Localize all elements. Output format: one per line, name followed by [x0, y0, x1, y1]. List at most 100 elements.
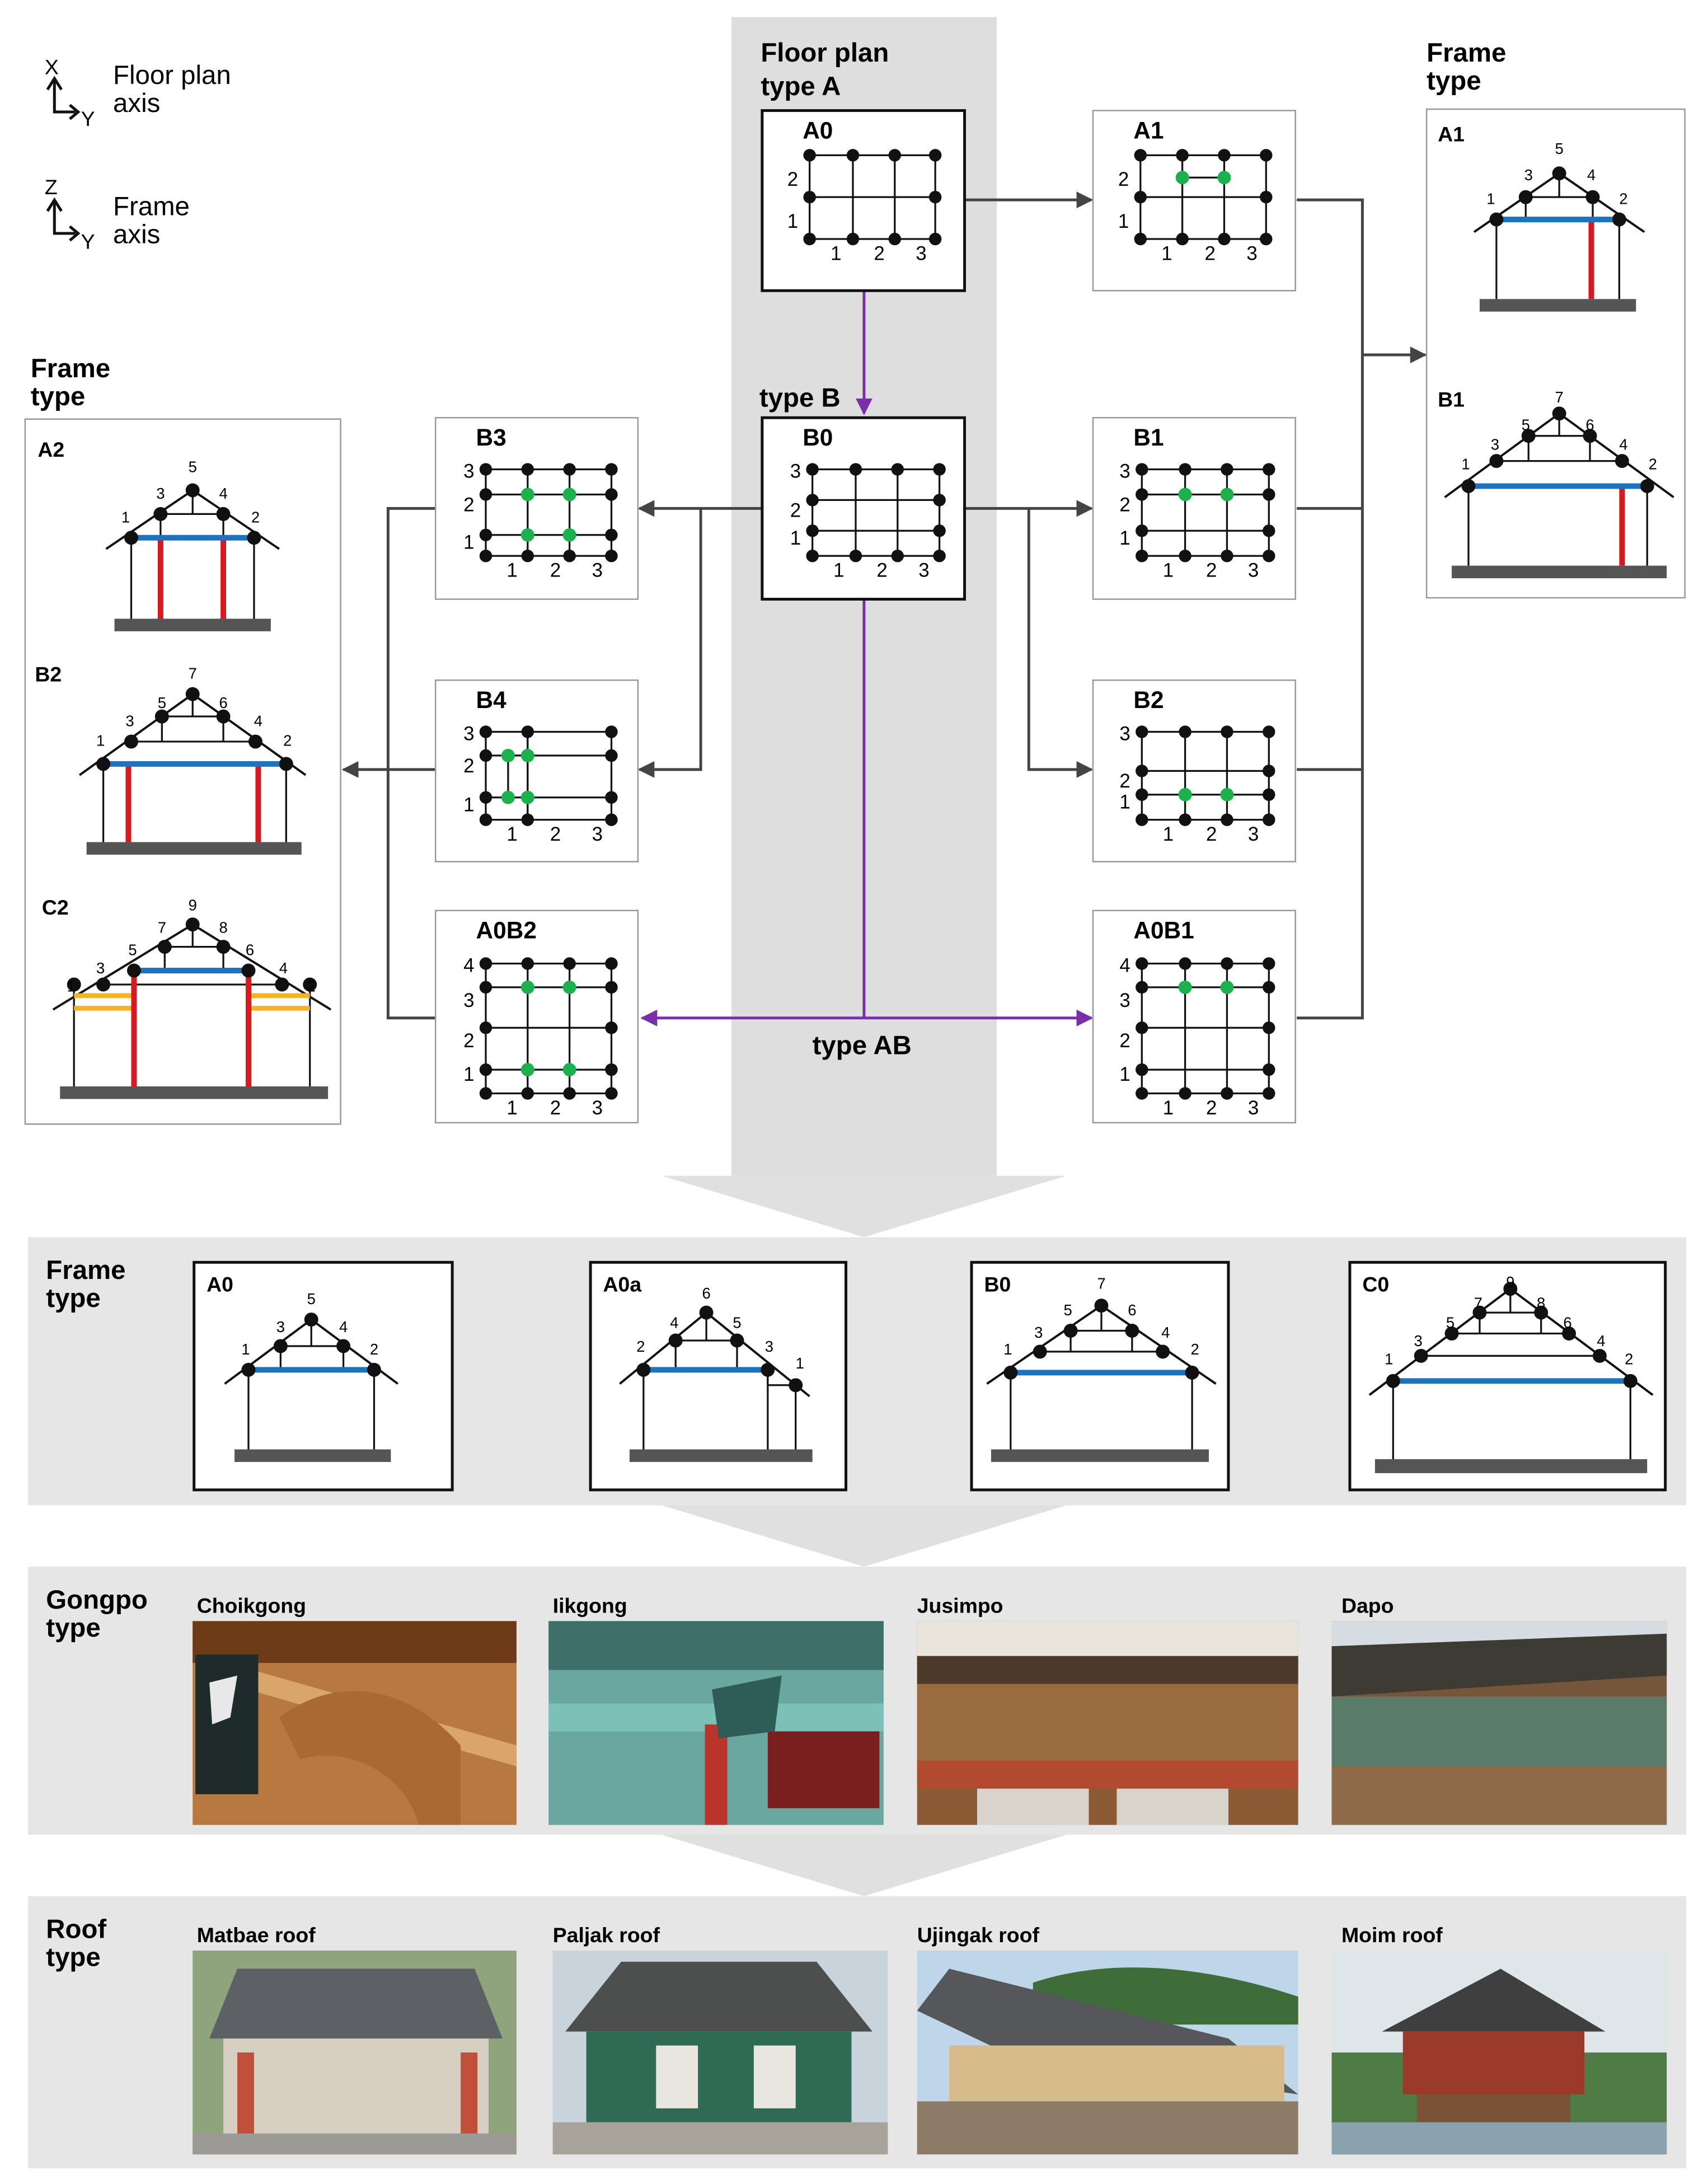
frame-node-label: 7 [158, 919, 166, 936]
frame-node-label: 6 [1128, 1301, 1136, 1319]
frame-node-label: 7 [1555, 388, 1563, 406]
frame-node-label: 5 [1522, 416, 1530, 434]
frame-type-left-subtitle: type [31, 382, 85, 411]
plan-col-label: 1 [506, 823, 517, 845]
frame-node-label: 1 [796, 1355, 804, 1372]
frame-node-label: 5 [1446, 1314, 1455, 1332]
plan-row-label: 4 [463, 954, 474, 976]
svg-text:axis: axis [113, 219, 160, 249]
svg-text:Frame: Frame [113, 192, 190, 222]
svg-text:Gongpo: Gongpo [46, 1585, 148, 1615]
frame-node-label: 6 [1563, 1314, 1571, 1332]
frame-node-label: 4 [1597, 1332, 1605, 1349]
photo-jusimpo [917, 1621, 1298, 1825]
frame-node-label: 1 [1385, 1350, 1393, 1367]
frame-node-label: 2 [307, 977, 316, 995]
plan-col-label: 3 [1246, 242, 1257, 264]
svg-text:type: type [46, 1283, 100, 1313]
frame-title: C2 [42, 896, 69, 919]
gongpo-label-iikgong: Iikgong [553, 1594, 627, 1617]
frame-node-label: 2 [370, 1341, 378, 1358]
plan-row-label: 3 [463, 990, 474, 1011]
plan-col-label: 3 [592, 823, 603, 845]
frame-node-label: 3 [156, 485, 165, 502]
gongpo-label-choikgong: Choikgong [197, 1594, 306, 1617]
plan-row-label: 1 [1119, 1063, 1130, 1085]
frame-node-label: 6 [702, 1285, 710, 1302]
frame-node-label: 3 [1524, 166, 1533, 184]
frame-node-label: 3 [765, 1338, 773, 1355]
plan-row-label: 2 [790, 499, 801, 521]
frame-node-label: 9 [1506, 1273, 1514, 1291]
svg-text:Y: Y [81, 107, 95, 130]
svg-text:Floor plan: Floor plan [113, 60, 231, 90]
plan-row-label: 1 [790, 527, 801, 549]
photo-choikgong [193, 1621, 517, 1825]
frame-node-label: 6 [246, 941, 254, 959]
roof-type-band-label: Roof type [46, 1915, 106, 1972]
svg-text:type: type [46, 1613, 100, 1643]
plan-col-label: 1 [506, 1097, 517, 1119]
plan-col-label: 1 [506, 560, 517, 582]
frame-node-label: 4 [339, 1318, 348, 1335]
plan-row-label: 1 [787, 210, 798, 232]
frame-node-label: 6 [1585, 416, 1594, 434]
roof-label-ujingak: Ujingak roof [917, 1923, 1040, 1947]
frame-node-label: 1 [241, 1341, 250, 1358]
plan-col-label: 2 [876, 560, 887, 582]
plan-label-a1: A1 [1133, 117, 1164, 143]
plan-row-label: 1 [1119, 791, 1130, 813]
roof-label-moim: Moim roof [1341, 1923, 1443, 1947]
plan-row-label: 2 [787, 168, 798, 190]
svg-text:X: X [45, 55, 59, 79]
frame-node-label: 2 [1619, 190, 1627, 208]
frame-node-label: 4 [219, 485, 227, 502]
frame-node-label: 2 [251, 508, 260, 526]
frame-type-left-title: Frame [31, 354, 110, 383]
frame-node-label: 3 [1414, 1332, 1423, 1349]
plan-row-label: 3 [1119, 723, 1130, 744]
roof-label-paljak: Paljak roof [553, 1923, 660, 1947]
plan-row-label: 3 [463, 461, 474, 482]
plan-row-label: 2 [1119, 1030, 1130, 1052]
svg-text:Roof: Roof [46, 1915, 106, 1944]
plan-row-label: 4 [1119, 954, 1130, 976]
svg-text:Y: Y [81, 229, 95, 253]
frame-node-label: 5 [128, 941, 137, 959]
frame-node-label: 4 [1619, 436, 1627, 453]
frame-node-label: 2 [283, 732, 292, 749]
plan-col-label: 1 [831, 242, 841, 264]
frame-node-label: 5 [1063, 1301, 1072, 1319]
frame-node-label: 1 [1003, 1341, 1012, 1358]
funnel-arrow-3 [662, 1834, 1067, 1896]
frame-node-label: 3 [1491, 436, 1499, 453]
floor-plan-axis-legend: X Y Floor plan axis [45, 55, 231, 130]
plan-row-label: 2 [1119, 494, 1130, 515]
frame-node-label: 1 [1461, 456, 1470, 473]
plan-row-label: 1 [1118, 210, 1129, 232]
frame-node-label: 5 [1555, 140, 1563, 157]
plan-row-label: 2 [463, 1030, 474, 1052]
plan-col-label: 2 [1205, 242, 1216, 264]
plan-col-label: 3 [916, 242, 926, 264]
frame-node-label: 1 [121, 508, 130, 526]
frame-title: B2 [35, 663, 62, 686]
plan-col-label: 2 [1206, 823, 1217, 845]
frame-title: B1 [1438, 387, 1465, 411]
frame-node-label: 2 [1190, 1341, 1199, 1358]
frame-node-label: 8 [219, 919, 227, 936]
frame-node-label: 7 [1097, 1275, 1105, 1292]
frame-node-label: 3 [1034, 1324, 1043, 1341]
plan-row-label: 1 [463, 794, 474, 816]
frame-node-label: 9 [189, 897, 197, 914]
frame-title: A2 [37, 438, 64, 461]
